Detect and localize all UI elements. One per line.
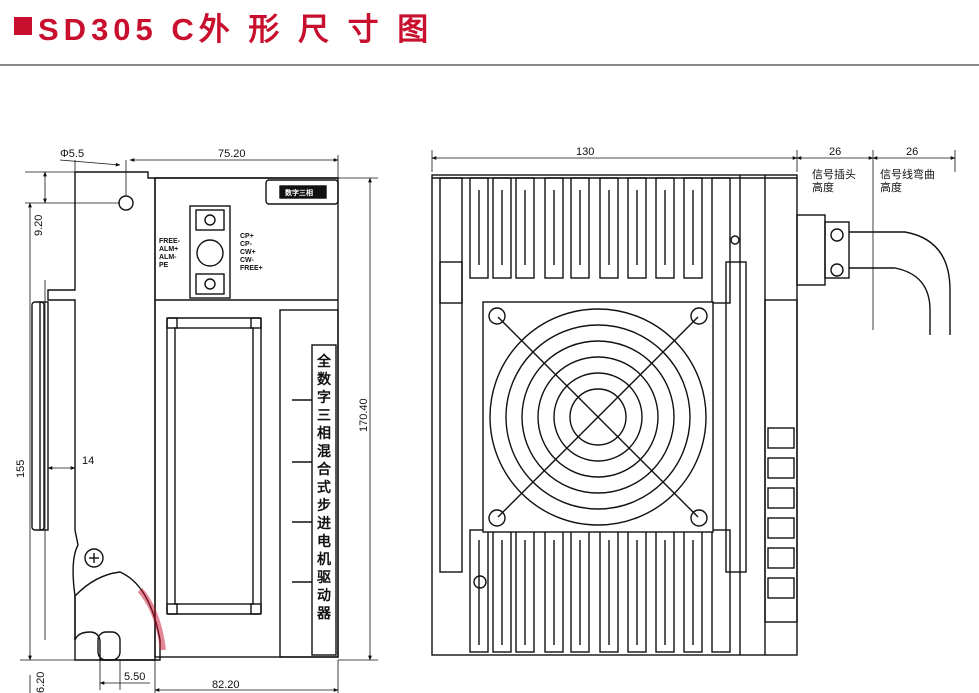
right-terminal-labels: CP+ CP- CW+ CW- FREE+ xyxy=(240,233,263,272)
vertical-char: 电 xyxy=(317,533,331,550)
front-window xyxy=(166,317,262,615)
front-view xyxy=(31,171,339,661)
front-dimension-lines xyxy=(20,155,378,693)
header-divider xyxy=(0,64,979,66)
dim-cable-height: 26 xyxy=(906,146,918,158)
dim-hole-diameter: Φ5.5 xyxy=(60,148,84,160)
terminal-label: CW- xyxy=(240,257,255,264)
caption-plug-line2: 高度 xyxy=(812,180,834,194)
dim-bottom-small: 5.50 xyxy=(124,671,145,683)
fan-screw-icon xyxy=(690,307,708,325)
page-title: SD305 C外 形 尺 寸 图 xyxy=(14,4,433,48)
dim-top-width: 75.20 xyxy=(218,148,246,160)
terminal-label: PE xyxy=(159,262,169,269)
terminal-label: FREE- xyxy=(159,238,181,245)
mounting-plate xyxy=(31,301,45,531)
front-badge: 数字三相 xyxy=(285,188,313,197)
fan-screw-icon xyxy=(690,509,708,527)
vertical-char: 步 xyxy=(317,497,331,514)
dim-bottom-left: 6.20 xyxy=(35,672,47,693)
title-square-icon xyxy=(14,17,32,35)
vertical-char: 全 xyxy=(316,353,332,370)
vertical-char: 机 xyxy=(317,551,331,568)
heatsink-fins-top xyxy=(439,177,731,304)
dim-plug-height: 26 xyxy=(829,146,841,158)
dim-height-left: 155 xyxy=(15,460,27,478)
title-text: SD305 C外 形 尺 寸 图 xyxy=(38,11,434,47)
dim-height-right: 170.40 xyxy=(358,398,370,432)
fan-screw-icon xyxy=(488,307,506,325)
vertical-char: 数 xyxy=(317,371,332,388)
vertical-char: 字 xyxy=(317,389,331,406)
fan-screw-icon xyxy=(488,509,506,527)
mounting-hole-bottom xyxy=(84,548,104,568)
terminal-label: FREE+ xyxy=(240,265,263,272)
terminal-label: CP+ xyxy=(240,233,254,240)
vertical-char: 混 xyxy=(317,444,331,460)
terminal-block xyxy=(764,299,798,623)
side-product-label: 全 数 字 三 相 混 合 式 步 进 电 机 驱 动 器 xyxy=(316,353,332,622)
vertical-char: 动 xyxy=(317,587,331,604)
vertical-char: 式 xyxy=(317,479,331,496)
dim-side-width: 130 xyxy=(576,146,594,158)
terminal-label: ALM+ xyxy=(159,246,178,253)
side-view xyxy=(431,174,951,656)
vertical-char: 相 xyxy=(317,425,331,442)
dim-top-offset: 9.20 xyxy=(33,215,45,236)
terminal-label: CW+ xyxy=(240,249,256,256)
side-dimension-lines xyxy=(431,150,956,330)
caption-cable-line2: 高度 xyxy=(880,180,902,194)
dim-bottom-width: 82.20 xyxy=(212,679,240,691)
vertical-char: 进 xyxy=(317,516,331,532)
left-terminal-labels: FREE- ALM+ ALM- PE xyxy=(159,238,181,269)
caption-plug-line1: 信号插头 xyxy=(812,167,856,181)
vertical-char: 驱 xyxy=(317,570,331,586)
vertical-char: 三 xyxy=(317,408,331,424)
vertical-char: 合 xyxy=(317,461,332,478)
dim-inner: 14 xyxy=(82,455,94,467)
terminal-label: ALM- xyxy=(159,254,177,261)
caption-cable-line1: 信号线弯曲 xyxy=(880,167,935,181)
heatsink-fins-bottom xyxy=(469,529,731,653)
mounting-hole-top xyxy=(118,195,134,211)
signal-connector xyxy=(189,205,231,299)
vertical-char: 器 xyxy=(316,606,332,622)
terminal-label: CP- xyxy=(240,241,253,248)
